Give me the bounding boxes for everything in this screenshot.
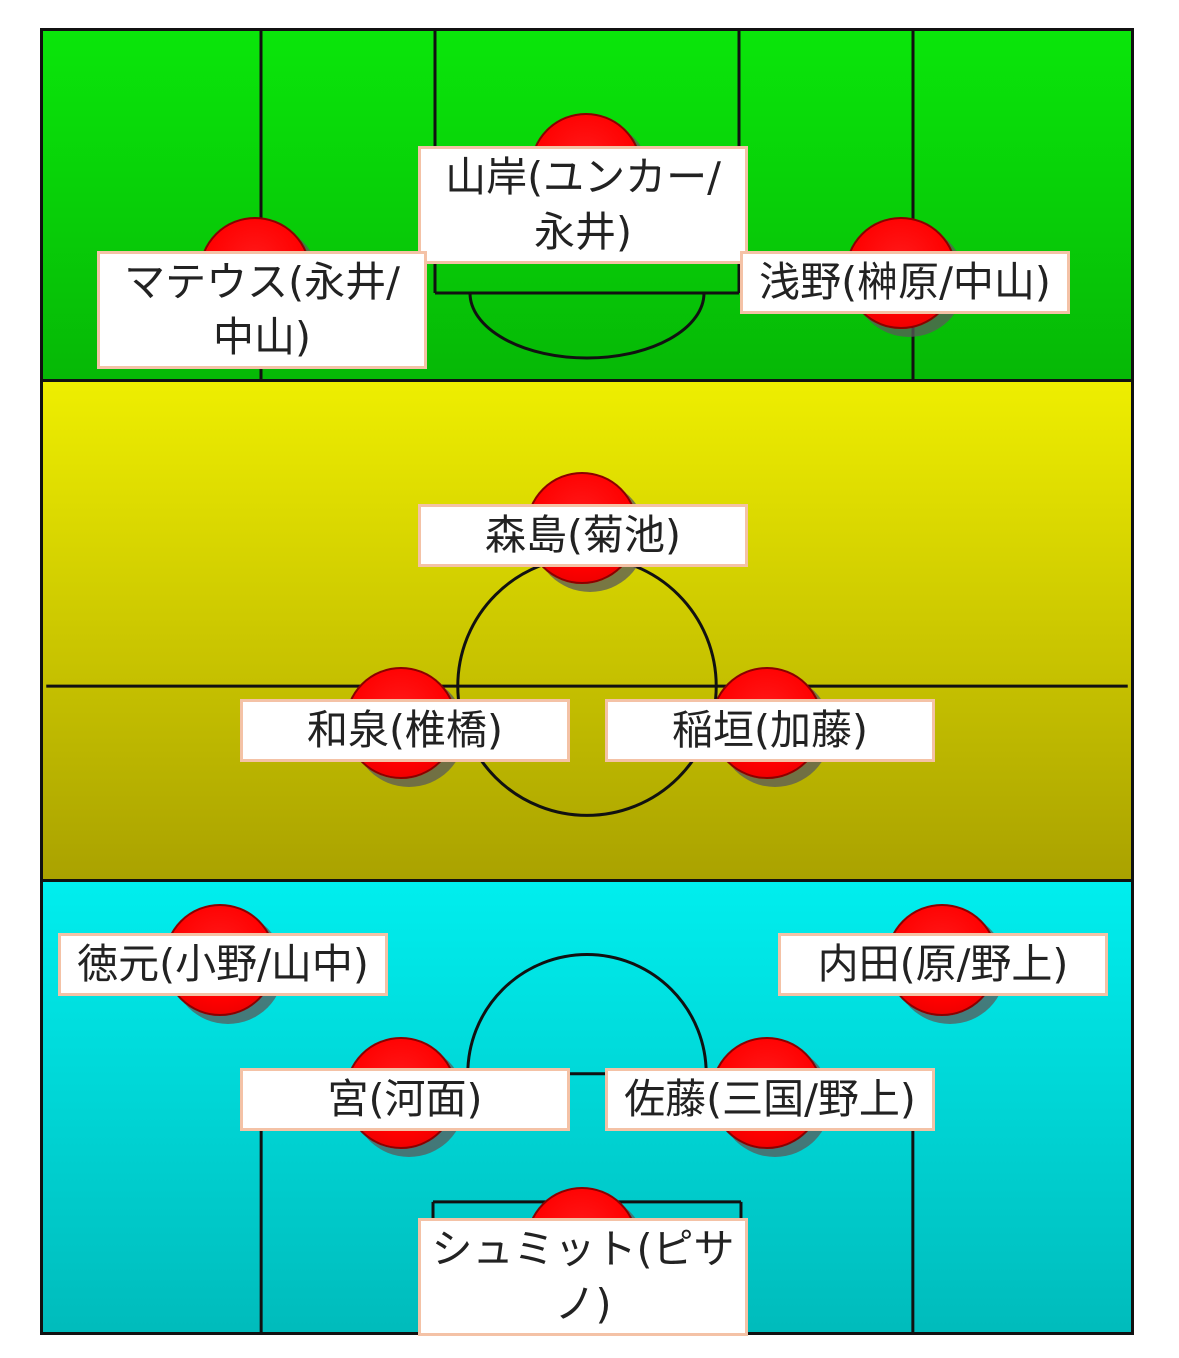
penalty-arc xyxy=(468,292,706,360)
player-label-uchida: 内田(原/野上) xyxy=(778,933,1108,996)
player-label-schmidt: シュミット(ピサノ) xyxy=(418,1218,748,1336)
midfield-zone xyxy=(43,379,1131,879)
player-label-inagaki: 稲垣(加藤) xyxy=(605,699,935,762)
player-label-asano: 浅野(榊原/中山) xyxy=(740,251,1070,314)
player-label-sato: 佐藤(三国/野上) xyxy=(605,1068,935,1131)
player-label-mateus: マテウス(永井/中山) xyxy=(97,251,427,369)
player-label-miya: 宮(河面) xyxy=(240,1068,570,1131)
penalty-arc xyxy=(466,953,708,1074)
midfield-zone-markings xyxy=(46,555,1128,817)
player-label-tokumoto: 徳元(小野/山中) xyxy=(58,933,388,996)
player-label-izumi: 和泉(椎橋) xyxy=(240,699,570,762)
player-label-morishima: 森島(菊池) xyxy=(418,504,748,567)
player-label-yamagishi: 山岸(ユンカー/永井) xyxy=(418,146,748,264)
